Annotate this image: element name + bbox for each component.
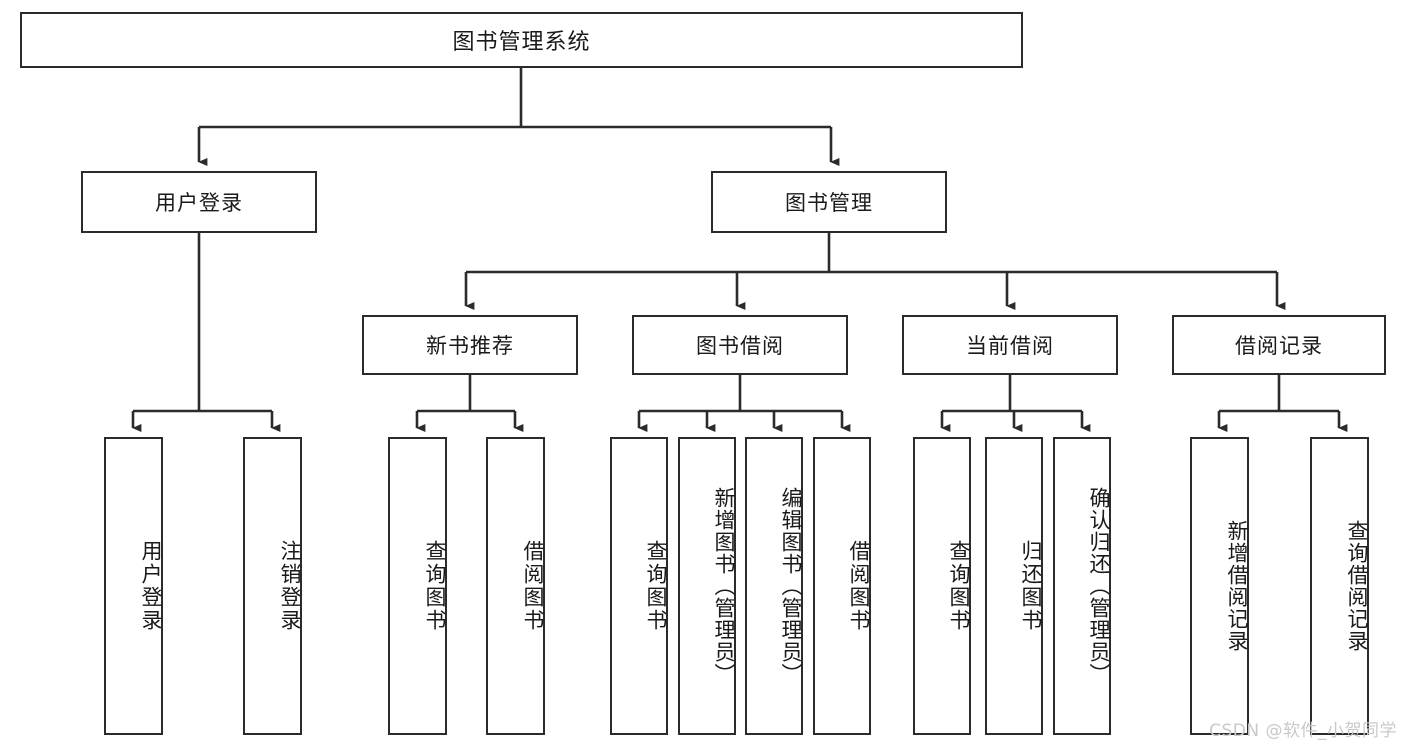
- node-leaf-borrow-edit-label: 编辑图书（管理员）: [779, 487, 803, 685]
- node-leaf-rec-add[interactable]: 新增借阅记录: [1190, 437, 1249, 735]
- node-leaf-user-logout-label: 注销登录: [278, 540, 302, 632]
- node-leaf-user-login[interactable]: 用户登录: [104, 437, 163, 735]
- node-leaf-rec-query2-label: 查询借阅记录: [1345, 520, 1369, 652]
- node-book-borrow-label: 图书借阅: [696, 334, 784, 358]
- node-leaf-rec-query-label: 查询图书: [423, 540, 447, 632]
- node-leaf-cur-confirm[interactable]: 确认归还（管理员）: [1053, 437, 1111, 735]
- node-user-login-label: 用户登录: [155, 191, 243, 215]
- node-leaf-rec-borrow-label: 借阅图书: [521, 540, 545, 632]
- node-borrow-record[interactable]: 借阅记录: [1172, 315, 1386, 375]
- node-new-book-rec-label: 新书推荐: [426, 334, 514, 358]
- node-new-book-rec[interactable]: 新书推荐: [362, 315, 578, 375]
- node-leaf-borrow-add[interactable]: 新增图书（管理员）: [678, 437, 736, 735]
- node-leaf-cur-return-label: 归还图书: [1019, 540, 1043, 632]
- node-root[interactable]: 图书管理系统: [20, 12, 1023, 68]
- node-leaf-cur-query[interactable]: 查询图书: [913, 437, 971, 735]
- node-book-manage-label: 图书管理: [785, 191, 873, 215]
- node-leaf-rec-query2[interactable]: 查询借阅记录: [1310, 437, 1369, 735]
- node-leaf-borrow-query[interactable]: 查询图书: [610, 437, 668, 735]
- node-user-login[interactable]: 用户登录: [81, 171, 317, 233]
- node-leaf-borrow-edit[interactable]: 编辑图书（管理员）: [745, 437, 803, 735]
- node-leaf-rec-query[interactable]: 查询图书: [388, 437, 447, 735]
- node-leaf-rec-add-label: 新增借阅记录: [1225, 520, 1249, 652]
- node-leaf-borrow-do[interactable]: 借阅图书: [813, 437, 871, 735]
- node-leaf-user-logout[interactable]: 注销登录: [243, 437, 302, 735]
- node-leaf-cur-query-label: 查询图书: [947, 540, 971, 632]
- node-leaf-borrow-add-label: 新增图书（管理员）: [712, 487, 736, 685]
- node-book-borrow[interactable]: 图书借阅: [632, 315, 848, 375]
- node-leaf-rec-borrow[interactable]: 借阅图书: [486, 437, 545, 735]
- node-leaf-borrow-do-label: 借阅图书: [847, 540, 871, 632]
- node-leaf-user-login-label: 用户登录: [139, 540, 163, 632]
- node-leaf-cur-confirm-label: 确认归还（管理员）: [1087, 487, 1111, 685]
- node-leaf-borrow-query-label: 查询图书: [644, 540, 668, 632]
- node-leaf-cur-return[interactable]: 归还图书: [985, 437, 1043, 735]
- node-current-borrow[interactable]: 当前借阅: [902, 315, 1118, 375]
- node-current-borrow-label: 当前借阅: [966, 334, 1054, 358]
- node-root-label: 图书管理系统: [452, 30, 591, 55]
- node-borrow-record-label: 借阅记录: [1235, 334, 1323, 358]
- node-book-manage[interactable]: 图书管理: [711, 171, 947, 233]
